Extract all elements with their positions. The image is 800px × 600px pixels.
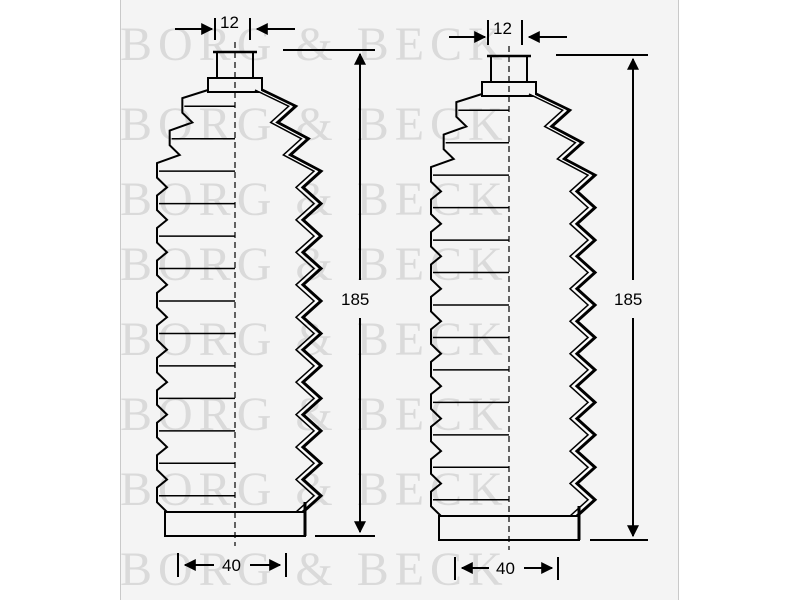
dimensions-right: 12 185 40	[449, 19, 648, 580]
boot-section-zigzag	[535, 92, 598, 518]
boot-section-inner	[531, 93, 592, 517]
top-diameter-label: 12	[220, 13, 239, 32]
bottom-diameter-label: 40	[496, 559, 515, 578]
boot-section-zigzag	[261, 88, 324, 514]
length-label: 185	[614, 290, 642, 309]
boot-section-wall	[254, 89, 316, 513]
boot-outline-left	[430, 93, 483, 517]
steering-boot-right	[430, 46, 598, 550]
boot-section-wall	[528, 93, 590, 517]
length-label: 185	[341, 290, 369, 309]
watermark-text: BORG & BECK	[120, 18, 509, 71]
steering-boot-left	[156, 42, 324, 546]
boot-outline-left	[156, 89, 209, 513]
dimensions-left: 12 185 40	[175, 13, 375, 577]
boot-section-inner	[257, 89, 318, 513]
watermark-text: BORG & BECK	[120, 543, 509, 596]
watermark-text: BORG & BECK	[120, 238, 509, 291]
top-diameter-label: 12	[493, 19, 512, 38]
bottom-diameter-label: 40	[222, 556, 241, 575]
